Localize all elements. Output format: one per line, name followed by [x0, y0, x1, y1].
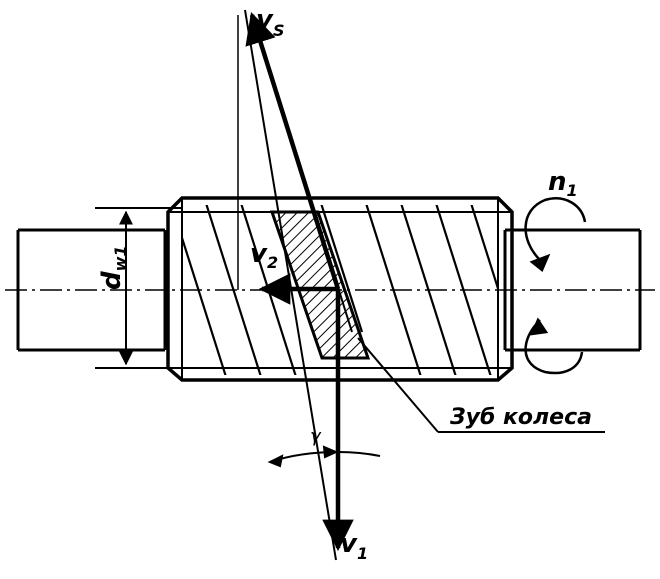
n1-label: n1 — [548, 167, 578, 200]
gamma-label: γ — [310, 426, 322, 447]
v1-label: v1 — [340, 529, 368, 563]
gear-tooth — [269, 210, 371, 360]
diameter-label: dw1 — [97, 245, 130, 290]
diameter-dimension — [95, 207, 182, 369]
velocity-triangle-side — [244, 9, 337, 561]
helix-reference-line — [294, 149, 353, 333]
caption-gear-tooth: Зуб колеса — [449, 405, 592, 430]
vs-label: vS — [256, 5, 284, 40]
caption-leader — [357, 337, 605, 433]
rotation-n1-arrow — [524, 197, 587, 375]
gamma-angle — [267, 445, 381, 468]
v2-label: v2 — [250, 239, 278, 272]
